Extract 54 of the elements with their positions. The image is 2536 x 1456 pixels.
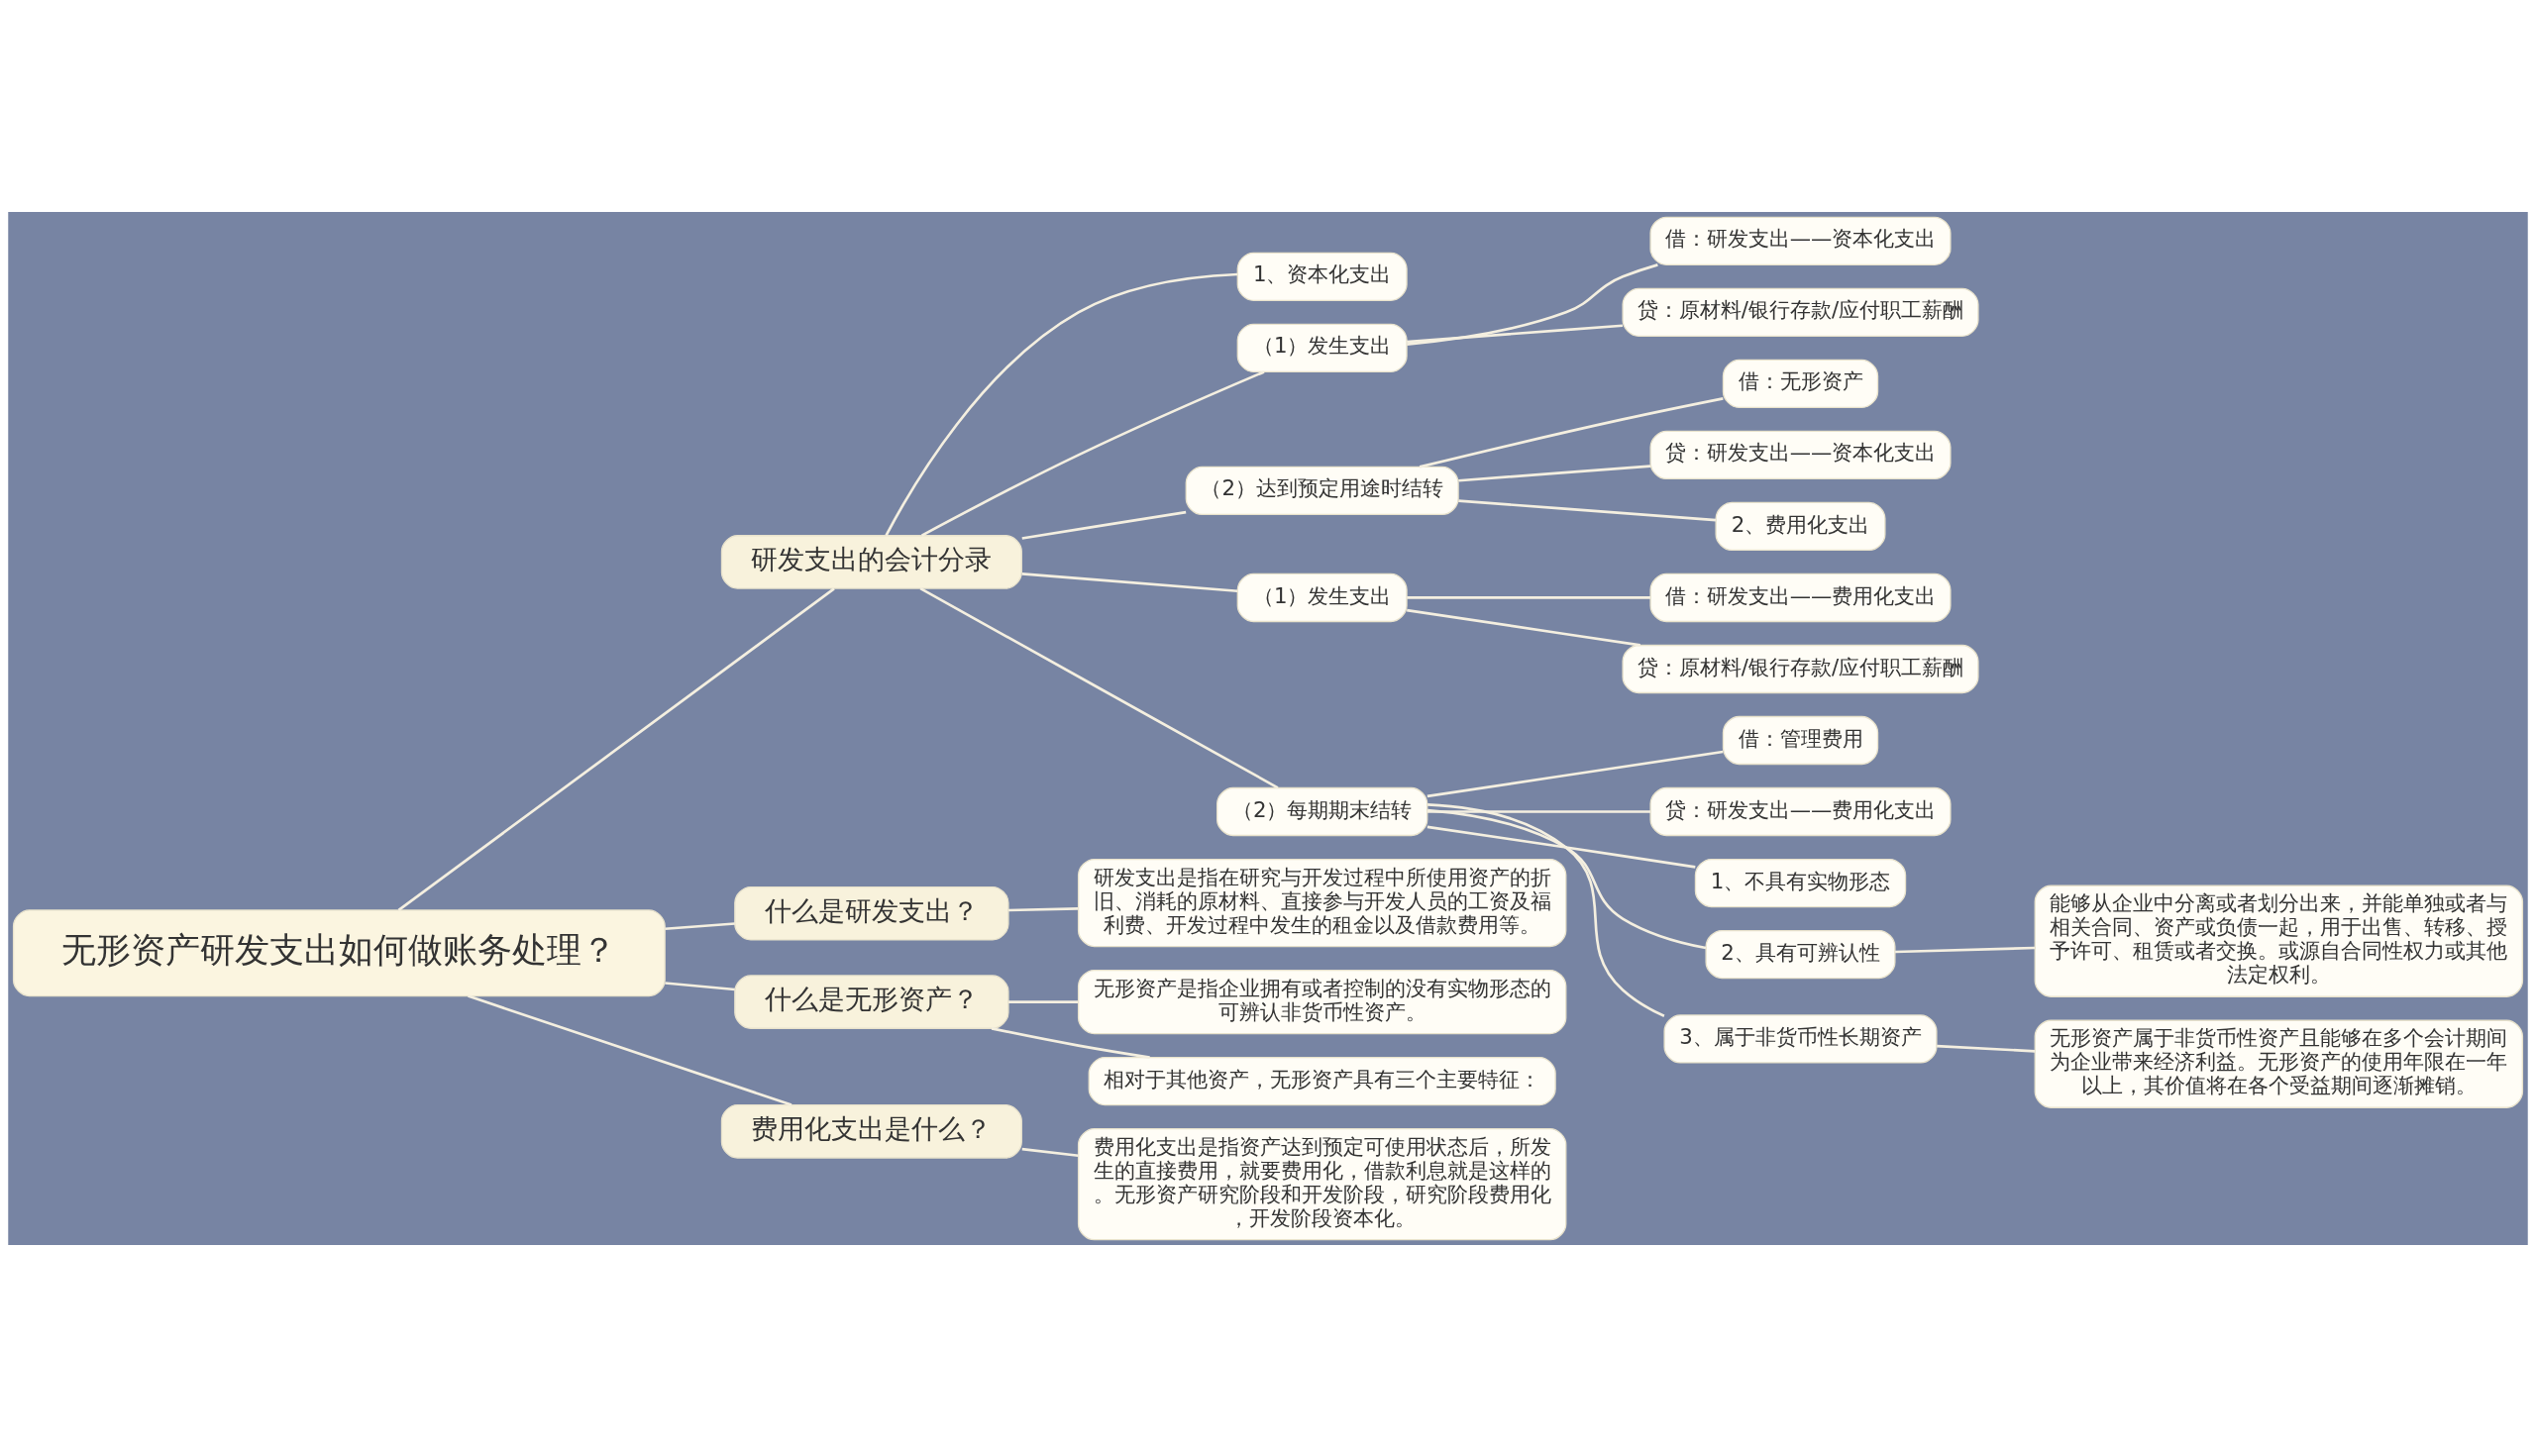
connector <box>1937 1044 2036 1053</box>
connector <box>1895 946 2036 953</box>
node-box: （2）达到预定用途时结转 <box>1185 466 1459 515</box>
node-box: 贷：原材料/银行存款/应付职工薪酬 <box>1622 644 1979 693</box>
connector <box>1021 572 1238 592</box>
connector <box>1426 825 1696 869</box>
connector <box>1458 464 1651 482</box>
connector <box>468 993 792 1106</box>
connector <box>1407 262 1658 346</box>
node-box: 相对于其他资产，无形资产具有三个主要特征： <box>1088 1056 1556 1105</box>
connector <box>1419 396 1724 468</box>
connector <box>665 921 735 930</box>
node-box: 费用化支出是指资产达到预定可使用状态后，所发生的直接费用，就要费用化，借款利息就是这样的。无形资产研究阶段和开发阶段，研究阶段费用化，开发阶段资本化。 <box>1077 1127 1567 1240</box>
connector <box>665 981 735 990</box>
node-box: （1）发生支出 <box>1236 323 1408 372</box>
node-box: 无形资产属于非货币性资产且能够在多个会计期间为企业带来经济利益。无形资产的使用年限在一年以上，其价值将在各个受益期间逐渐摊销。 <box>2034 1019 2524 1108</box>
node-box: 2、具有可辨认性 <box>1705 929 1896 979</box>
connector <box>1021 510 1187 540</box>
connector <box>1008 999 1079 1003</box>
connector <box>1426 808 1707 949</box>
connector <box>921 369 1265 537</box>
node-box: 借：无形资产 <box>1722 359 1879 408</box>
node-box: 贷：研发支出——资本化支出 <box>1649 430 1952 479</box>
node-box: 什么是无形资产？ <box>734 974 1009 1029</box>
node-box: （2）每期期末结转 <box>1216 786 1428 836</box>
connector <box>1008 906 1079 911</box>
node-box: 费用化支出是什么？ <box>720 1103 1022 1159</box>
node-box: 无形资产是指企业拥有或者控制的没有实物形态的可辨认非货币性资产。 <box>1077 969 1567 1034</box>
node-box: 无形资产研发支出如何做账务处理？ <box>12 908 666 996</box>
connector <box>1021 1147 1079 1157</box>
node-box: 借：研发支出——费用化支出 <box>1649 572 1952 622</box>
connector <box>1426 750 1724 797</box>
node-box: 3、属于非货币性长期资产 <box>1663 1013 1938 1064</box>
node-box: 贷：原材料/银行存款/应付职工薪酬 <box>1622 287 1979 337</box>
connector <box>1458 498 1717 521</box>
node-box: 研发支出是指在研究与开发过程中所使用资产的折旧、消耗的原材料、直接参与开发人员的工资及福利费、开发过程中发生的租金以及借款费用等。 <box>1077 858 1567 947</box>
connector <box>1407 595 1650 599</box>
connector <box>397 586 835 911</box>
node-box: 1、资本化支出 <box>1236 252 1408 301</box>
connector <box>1407 323 1624 343</box>
node-box: 2、费用化支出 <box>1715 501 1886 551</box>
node-box: 贷：研发支出——费用化支出 <box>1649 786 1952 836</box>
connector <box>1407 608 1640 647</box>
connector <box>1427 802 1665 1017</box>
node-box: （1）发生支出 <box>1236 572 1408 622</box>
node-box: 研发支出的会计分录 <box>720 534 1022 589</box>
connector <box>885 272 1238 536</box>
node-box: 借：研发支出——资本化支出 <box>1649 216 1952 265</box>
node-box: 1、不具有实物形态 <box>1694 858 1907 907</box>
node-box: 借：管理费用 <box>1722 715 1879 765</box>
connector <box>1426 809 1651 813</box>
node-box: 什么是研发支出？ <box>734 885 1009 941</box>
connector <box>919 586 1279 788</box>
node-box: 能够从企业中分离或者划分出来，并能单独或者与相关合同、资产或负债一起，用于出售、转移、授予许可、租赁或者交换。或源自合同性权力或其他法定权利。 <box>2034 884 2524 997</box>
